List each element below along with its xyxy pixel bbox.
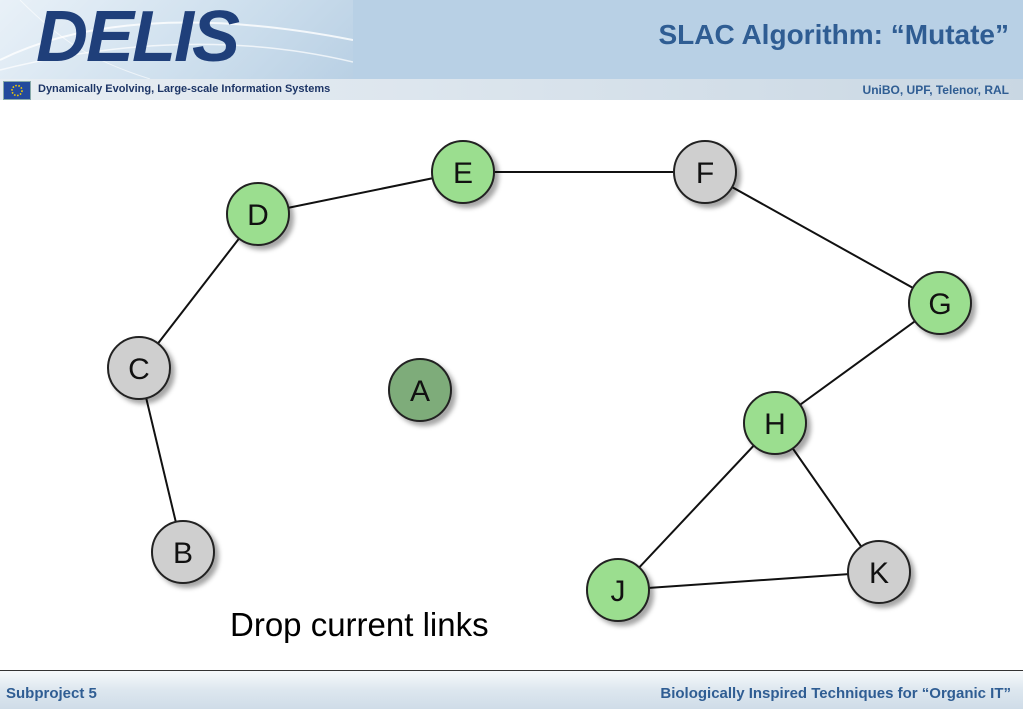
footer-subproject: Subproject 5: [6, 685, 97, 702]
node-label-h: H: [764, 408, 786, 441]
node-e: E: [431, 140, 495, 204]
node-label-a: A: [410, 375, 430, 408]
node-f: F: [673, 140, 737, 204]
footer-topic: Biologically Inspired Techniques for “Or…: [660, 685, 1011, 702]
node-circle-k: [847, 540, 911, 604]
node-label-c: C: [128, 353, 150, 386]
node-j: J: [586, 558, 650, 622]
slide-title: SLAC Algorithm: “Mutate”: [658, 19, 1010, 50]
node-label-k: K: [869, 557, 889, 590]
node-label-f: F: [696, 157, 714, 190]
edge-h-j: [617, 422, 776, 591]
node-label-e: E: [453, 157, 473, 190]
graph-canvas: A B C D E F G H J K: [107, 140, 972, 622]
network-diagram: A B C D E F G H J K Drop current links: [0, 100, 1023, 670]
edge-d-e: [257, 171, 464, 215]
node-label-j: J: [611, 575, 626, 608]
node-a: A: [388, 358, 452, 422]
diagram-caption: Drop current links: [230, 606, 489, 643]
delis-logo: DELIS: [0, 0, 353, 79]
node-circle-b: [151, 520, 215, 584]
edge-f-g: [704, 171, 941, 304]
slide-footer: Subproject 5 Biologically Inspired Techn…: [0, 670, 1023, 709]
node-circle-d: [226, 182, 290, 246]
edge-g-h: [774, 302, 941, 424]
header-subbar: Dynamically Evolving, Large-scale Inform…: [0, 79, 1023, 100]
node-label-d: D: [247, 199, 269, 232]
node-circle-j: [586, 558, 650, 622]
node-k: K: [847, 540, 911, 604]
node-b: B: [151, 520, 215, 584]
node-d: D: [226, 182, 290, 246]
eu-flag-icon: [3, 81, 31, 100]
logo-wordmark: DELIS: [36, 0, 240, 77]
node-circle-a: [388, 358, 452, 422]
node-circle-g: [908, 271, 972, 335]
edge-j-k: [617, 571, 880, 591]
slide-header: DELIS SLAC Algorithm: “Mutate” Dynamical…: [0, 0, 1023, 100]
node-h: H: [743, 391, 807, 455]
title-bar: SLAC Algorithm: “Mutate”: [353, 0, 1023, 79]
node-circle-h: [743, 391, 807, 455]
node-g: G: [908, 271, 972, 335]
node-circle-e: [431, 140, 495, 204]
project-tagline: Dynamically Evolving, Large-scale Inform…: [38, 83, 331, 95]
node-label-g: G: [928, 288, 951, 321]
node-label-b: B: [173, 537, 193, 570]
logo-swoosh-icon: [0, 0, 353, 79]
node-circle-f: [673, 140, 737, 204]
edge-c-d: [138, 213, 259, 369]
partners-list: UniBO, UPF, Telenor, RAL: [862, 83, 1009, 97]
node-c: C: [107, 336, 171, 400]
node-circle-c: [107, 336, 171, 400]
